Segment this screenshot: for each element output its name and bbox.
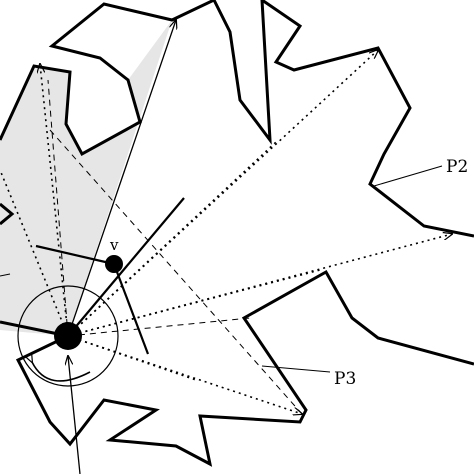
dashed-ray-right [67, 317, 251, 337]
label-v: v [109, 236, 119, 254]
dotted-ray-bottom [67, 335, 197, 381]
dashed-ray-diagonal [49, 129, 303, 415]
viewpoint [54, 322, 82, 350]
shaded-visibility-region [0, 20, 172, 336]
polygon-outline-upper [0, 0, 474, 238]
left-tick [0, 273, 11, 277]
segment-through-v-lower [112, 263, 150, 355]
polygon-outline-left-notch [0, 202, 15, 226]
segment-through-v-upper [67, 197, 185, 337]
p2-leader [373, 165, 443, 187]
vertex-v-point [105, 255, 123, 273]
dotted-ray-p3 [67, 269, 321, 337]
label-p3: P3 [334, 369, 356, 389]
incoming-arrow [68, 356, 81, 474]
dashed-ray-top [47, 79, 69, 337]
solid-ray-up [67, 20, 176, 337]
segment-through-v-left [35, 244, 115, 266]
rotation-arrow [32, 362, 91, 382]
p3-leader [261, 365, 331, 373]
dotted-ray-p2-top [67, 50, 378, 337]
label-p2: P2 [446, 157, 468, 177]
dotted-ray-lower [67, 335, 302, 414]
polygon-outline-lower [15, 269, 474, 467]
rotation-circle [17, 285, 119, 387]
